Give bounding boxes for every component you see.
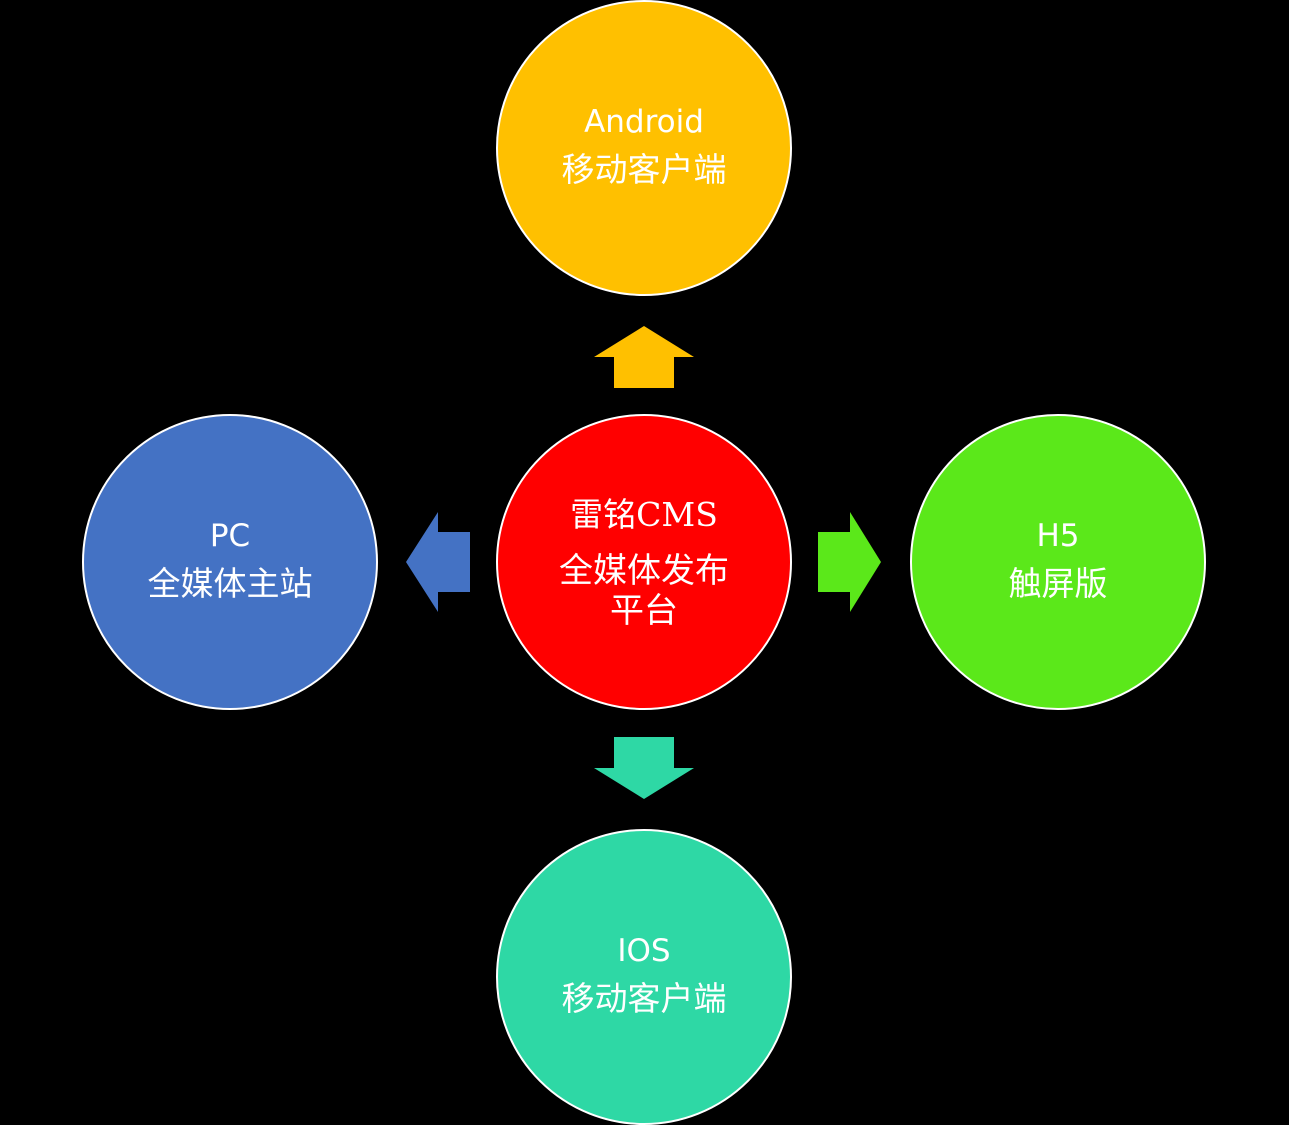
arrow-up-to-android xyxy=(594,326,694,388)
node-ios: IOS 移动客户端 xyxy=(496,829,792,1125)
arrow-right-to-h5 xyxy=(818,512,881,612)
node-subtitle: 移动客户端 xyxy=(561,979,727,1018)
arrow-down-to-ios xyxy=(594,737,694,799)
node-title: Android xyxy=(584,104,704,140)
node-h5: H5 触屏版 xyxy=(910,414,1206,710)
center-subtitle: 全媒体发布平台 xyxy=(559,551,729,631)
node-subtitle: 触屏版 xyxy=(1008,564,1108,603)
node-title: IOS xyxy=(617,933,671,969)
node-android: Android 移动客户端 xyxy=(496,0,792,296)
node-subtitle: 移动客户端 xyxy=(561,150,727,189)
node-title: PC xyxy=(209,518,251,554)
node-title: H5 xyxy=(1036,518,1080,554)
center-title: 雷铭CMS xyxy=(570,495,718,534)
node-pc: PC 全媒体主站 xyxy=(82,414,378,710)
arrow-left-to-pc xyxy=(406,512,470,612)
node-subtitle: 全媒体主站 xyxy=(147,564,313,603)
node-center-cms: 雷铭CMS 全媒体发布平台 xyxy=(496,414,792,710)
